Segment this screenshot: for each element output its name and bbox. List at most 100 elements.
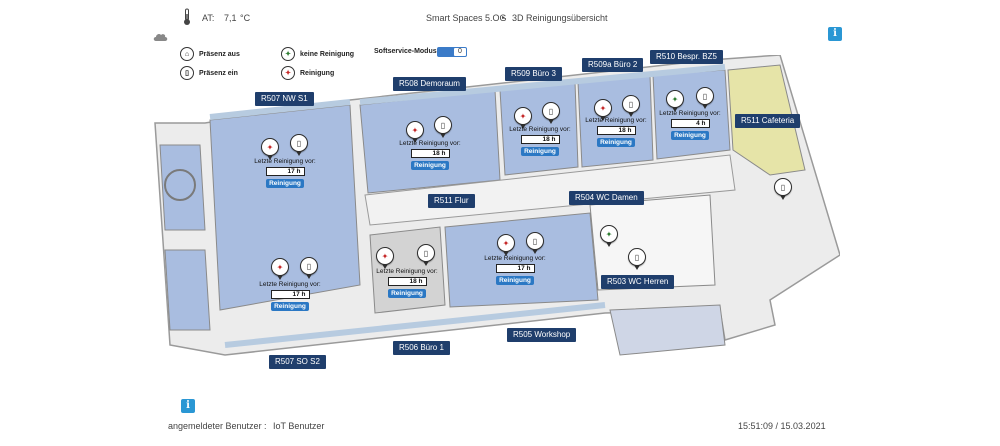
cleaning-panel-r509a: Letzte Reinigung vor: 18 h Reinigung xyxy=(576,117,656,147)
presence-pin-icon[interactable]: ▯ xyxy=(542,102,560,124)
room-r505[interactable] xyxy=(444,212,599,308)
presence-pin-icon[interactable]: ▯ xyxy=(622,95,640,117)
space-name[interactable]: Smart Spaces 5.OG xyxy=(426,13,507,23)
cleaning-pin-icon[interactable]: ✦ xyxy=(261,138,279,160)
room-label-r503[interactable]: R503 WC Herren xyxy=(601,275,675,289)
window-strip xyxy=(224,302,606,348)
hours-field: 18 h xyxy=(387,277,427,286)
logged-in-user-label: angemeldeter Benutzer : xyxy=(168,421,267,431)
cleaning-button[interactable]: Reinigung xyxy=(597,138,635,147)
hours-field: 18 h xyxy=(520,135,560,144)
hours-field: 18 h xyxy=(410,149,450,158)
last-cleaning-label: Letzte Reinigung vor: xyxy=(254,158,316,165)
outside-temp-label: AT: xyxy=(202,13,215,23)
cleaning-panel-r505: Letzte Reinigung vor: 17 h Reinigung xyxy=(475,255,555,285)
cleaning-icon: ✦ xyxy=(281,66,295,80)
cleaning-panel-r509: Letzte Reinigung vor: 18 h Reinigung xyxy=(500,126,580,156)
cleaning-button[interactable]: Reinigung xyxy=(266,179,304,188)
hours-field: 4 h xyxy=(670,119,710,128)
legend-cleaning: ✦ Reinigung xyxy=(281,66,334,80)
legend-presence-on: ▯Präsenz ein xyxy=(180,66,238,80)
softservice-label: Softservice-Modus xyxy=(374,48,437,55)
presence-pin-icon[interactable]: ▯ xyxy=(628,248,646,270)
no-cleaning-icon: ✦ xyxy=(281,47,295,61)
view-title: 3D Reinigungsübersicht xyxy=(512,13,608,23)
cleaning-button[interactable]: Reinigung xyxy=(521,147,559,156)
room-west-lower xyxy=(164,249,211,331)
hours-field: 17 h xyxy=(265,167,305,176)
room-label-r504[interactable]: R504 WC Damen xyxy=(569,191,644,205)
cleaning-pin-icon[interactable]: ✦ xyxy=(594,99,612,121)
last-cleaning-label: Letzte Reinigung vor: xyxy=(585,117,647,124)
last-cleaning-label: Letzte Reinigung vor: xyxy=(376,268,438,275)
cleaning-button[interactable]: Reinigung xyxy=(496,276,534,285)
spiral-stair xyxy=(164,169,196,201)
legend-no-cleaning: ✦ keine Reinigung xyxy=(281,47,354,61)
room-label-r509a[interactable]: R509a Büro 2 xyxy=(582,58,644,72)
room-label-r511-flur[interactable]: R511 Flur xyxy=(428,194,475,208)
presence-on-icon: ▯ xyxy=(180,66,194,80)
cleaning-pin-icon[interactable]: ✦ xyxy=(271,258,289,280)
cleaning-panel-r507-so: Letzte Reinigung vor: 17 h Reinigung xyxy=(250,281,330,311)
room-r507-nw[interactable] xyxy=(209,104,361,311)
presence-pin-icon[interactable]: ▯ xyxy=(526,232,544,254)
presence-pin-icon[interactable]: ▯ xyxy=(774,178,792,200)
room-label-r505[interactable]: R505 Workshop xyxy=(507,328,577,342)
window-strip xyxy=(359,64,726,105)
presence-off-icon: ⌂ xyxy=(180,47,194,61)
room-label-r506[interactable]: R506 Büro 1 xyxy=(393,341,450,355)
window-strip xyxy=(209,99,351,120)
presence-pin-icon[interactable]: ▯ xyxy=(417,244,435,266)
last-cleaning-label: Letzte Reinigung vor: xyxy=(659,110,721,117)
legend-cleaning-label: Reinigung xyxy=(300,69,335,77)
hours-field: 17 h xyxy=(495,264,535,273)
floor-plan xyxy=(154,55,840,356)
cleaning-button[interactable]: Reinigung xyxy=(388,289,426,298)
legend-presence-off-label: Präsenz aus xyxy=(199,50,240,58)
thermometer-icon xyxy=(183,8,190,25)
softservice-toggle[interactable]: 0 xyxy=(437,47,467,57)
presence-pin-icon[interactable]: ▯ xyxy=(434,116,452,138)
cloud-icon[interactable] xyxy=(153,29,169,47)
cleaning-button[interactable]: Reinigung xyxy=(411,161,449,170)
info-icon-footer[interactable]: i xyxy=(181,399,195,413)
room-label-r511-cafeteria[interactable]: R511 Cafeteria xyxy=(735,114,801,128)
cleaning-panel-r506: Letzte Reinigung vor: 18 h Reinigung xyxy=(367,268,447,298)
no-cleaning-pin-icon[interactable]: ✦ xyxy=(600,225,618,247)
last-cleaning-label: Letzte Reinigung vor: xyxy=(484,255,546,262)
cleaning-pin-icon[interactable]: ✦ xyxy=(514,107,532,129)
cleaning-button[interactable]: Reinigung xyxy=(271,302,309,311)
presence-pin-icon[interactable]: ▯ xyxy=(300,257,318,279)
breadcrumb-separator: ▸ xyxy=(502,15,506,21)
legend-presence-off: ⌂ Präsenz aus xyxy=(180,47,240,61)
room-r504-r503-wc[interactable] xyxy=(589,194,716,291)
cleaning-panel-r507-nw: Letzte Reinigung vor: 17 h Reinigung xyxy=(245,158,325,188)
room-label-r509[interactable]: R509 Büro 3 xyxy=(505,67,562,81)
hours-field: 17 h xyxy=(270,290,310,299)
cleaning-button[interactable]: Reinigung xyxy=(671,131,709,140)
legend-no-cleaning-label: keine Reinigung xyxy=(300,50,355,58)
last-cleaning-label: Letzte Reinigung vor: xyxy=(259,281,321,288)
room-label-r508[interactable]: R508 Demoraum xyxy=(393,77,466,91)
room-label-r510[interactable]: R510 Bespr. BZ5 xyxy=(650,50,723,64)
hours-field: 18 h xyxy=(596,126,636,135)
staircase-south xyxy=(609,304,726,356)
room-label-r507-so[interactable]: R507 SO S2 xyxy=(269,355,326,369)
cleaning-pin-icon[interactable]: ✦ xyxy=(376,247,394,269)
last-cleaning-label: Letzte Reinigung vor: xyxy=(399,140,461,147)
outside-temp-unit: °C xyxy=(240,13,251,23)
cleaning-panel-r510: Letzte Reinigung vor: 4 h Reinigung xyxy=(650,110,730,140)
datetime: 15:51:09 / 15.03.2021 xyxy=(738,421,826,431)
info-icon[interactable]: i xyxy=(828,27,842,41)
presence-pin-icon[interactable]: ▯ xyxy=(290,134,308,156)
room-west-upper xyxy=(159,144,206,231)
no-cleaning-pin-icon[interactable]: ✦ xyxy=(406,121,424,143)
presence-pin-icon[interactable]: ▯ xyxy=(696,87,714,109)
outside-temp-value: 7,1 xyxy=(224,13,237,23)
last-cleaning-label: Letzte Reinigung vor: xyxy=(509,126,571,133)
cleaning-pin-icon[interactable]: ✦ xyxy=(497,234,515,256)
cleaning-panel-r508: Letzte Reinigung vor: 18 h Reinigung xyxy=(390,140,470,170)
room-label-r507-nw[interactable]: R507 NW S1 xyxy=(255,92,314,106)
no-cleaning-pin-icon[interactable]: ✦ xyxy=(666,90,684,112)
softservice-value: 0 xyxy=(454,48,466,56)
